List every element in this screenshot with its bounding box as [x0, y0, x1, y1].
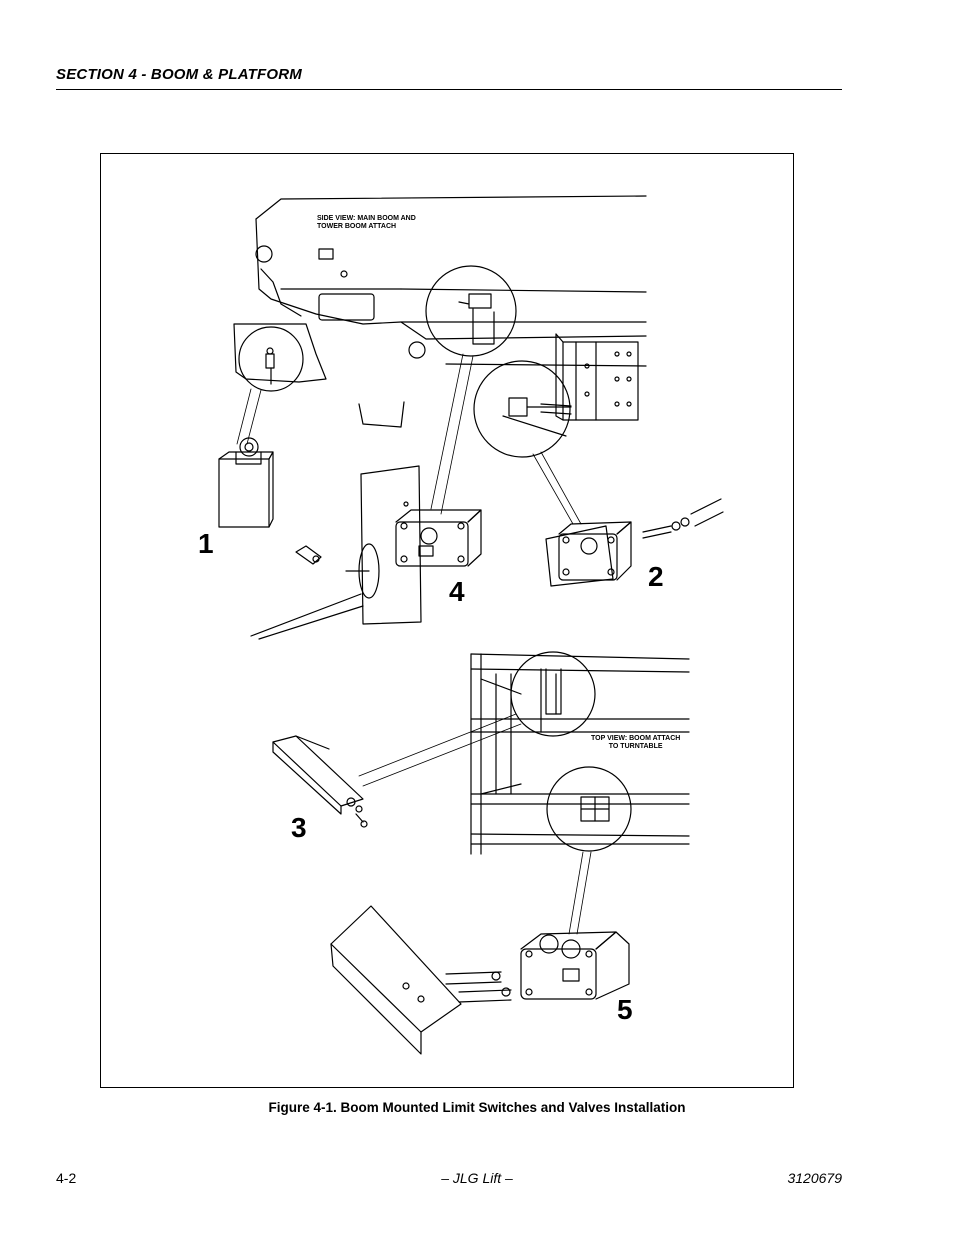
section-header: SECTION 4 - BOOM & PLATFORM	[56, 66, 302, 83]
figure-caption: Figure 4-1. Boom Mounted Limit Switches …	[268, 1100, 686, 1115]
callout-1: 1	[198, 528, 214, 559]
footer-publisher: – JLG Lift –	[441, 1170, 513, 1186]
boom-top-view	[470, 653, 690, 855]
callout-4: 4	[449, 576, 465, 607]
footer-page-number: 4-2	[56, 1170, 77, 1186]
side-view-label-line1: SIDE VIEW: MAIN BOOM AND	[317, 215, 416, 222]
footer-document-number: 3120679	[787, 1170, 842, 1186]
valve-5-assembly	[330, 905, 630, 1055]
boom-side-view	[233, 195, 647, 428]
top-view-leader-rays	[358, 713, 592, 935]
limit-switch-1	[218, 437, 274, 528]
top-view-detail-circles	[510, 651, 632, 852]
leader-rays	[236, 353, 582, 525]
valve-4-assembly	[250, 465, 482, 640]
callout-3: 3	[291, 812, 307, 843]
tower-boom-bracket	[540, 333, 639, 421]
side-view-label: SIDE VIEW: MAIN BOOM AND TOWER BOOM ATTA…	[317, 215, 416, 231]
top-view-label: TOP VIEW: BOOM ATTACH TO TURNTABLE	[591, 735, 680, 751]
header-rule	[56, 89, 842, 90]
callout-2: 2	[648, 561, 664, 592]
figure-frame: SIDE VIEW: MAIN BOOM AND TOWER BOOM ATTA…	[100, 153, 794, 1088]
top-view-label-line2: TO TURNTABLE	[608, 743, 663, 750]
figure-illustration	[218, 195, 724, 1055]
top-view-label-line1: TOP VIEW: BOOM ATTACH	[591, 735, 681, 742]
side-view-label-line2: TOWER BOOM ATTACH	[317, 223, 397, 230]
valve-2-assembly	[545, 498, 724, 587]
detail-callout-circles	[238, 265, 572, 458]
callout-5: 5	[617, 994, 633, 1025]
limit-switch-3	[272, 735, 368, 828]
